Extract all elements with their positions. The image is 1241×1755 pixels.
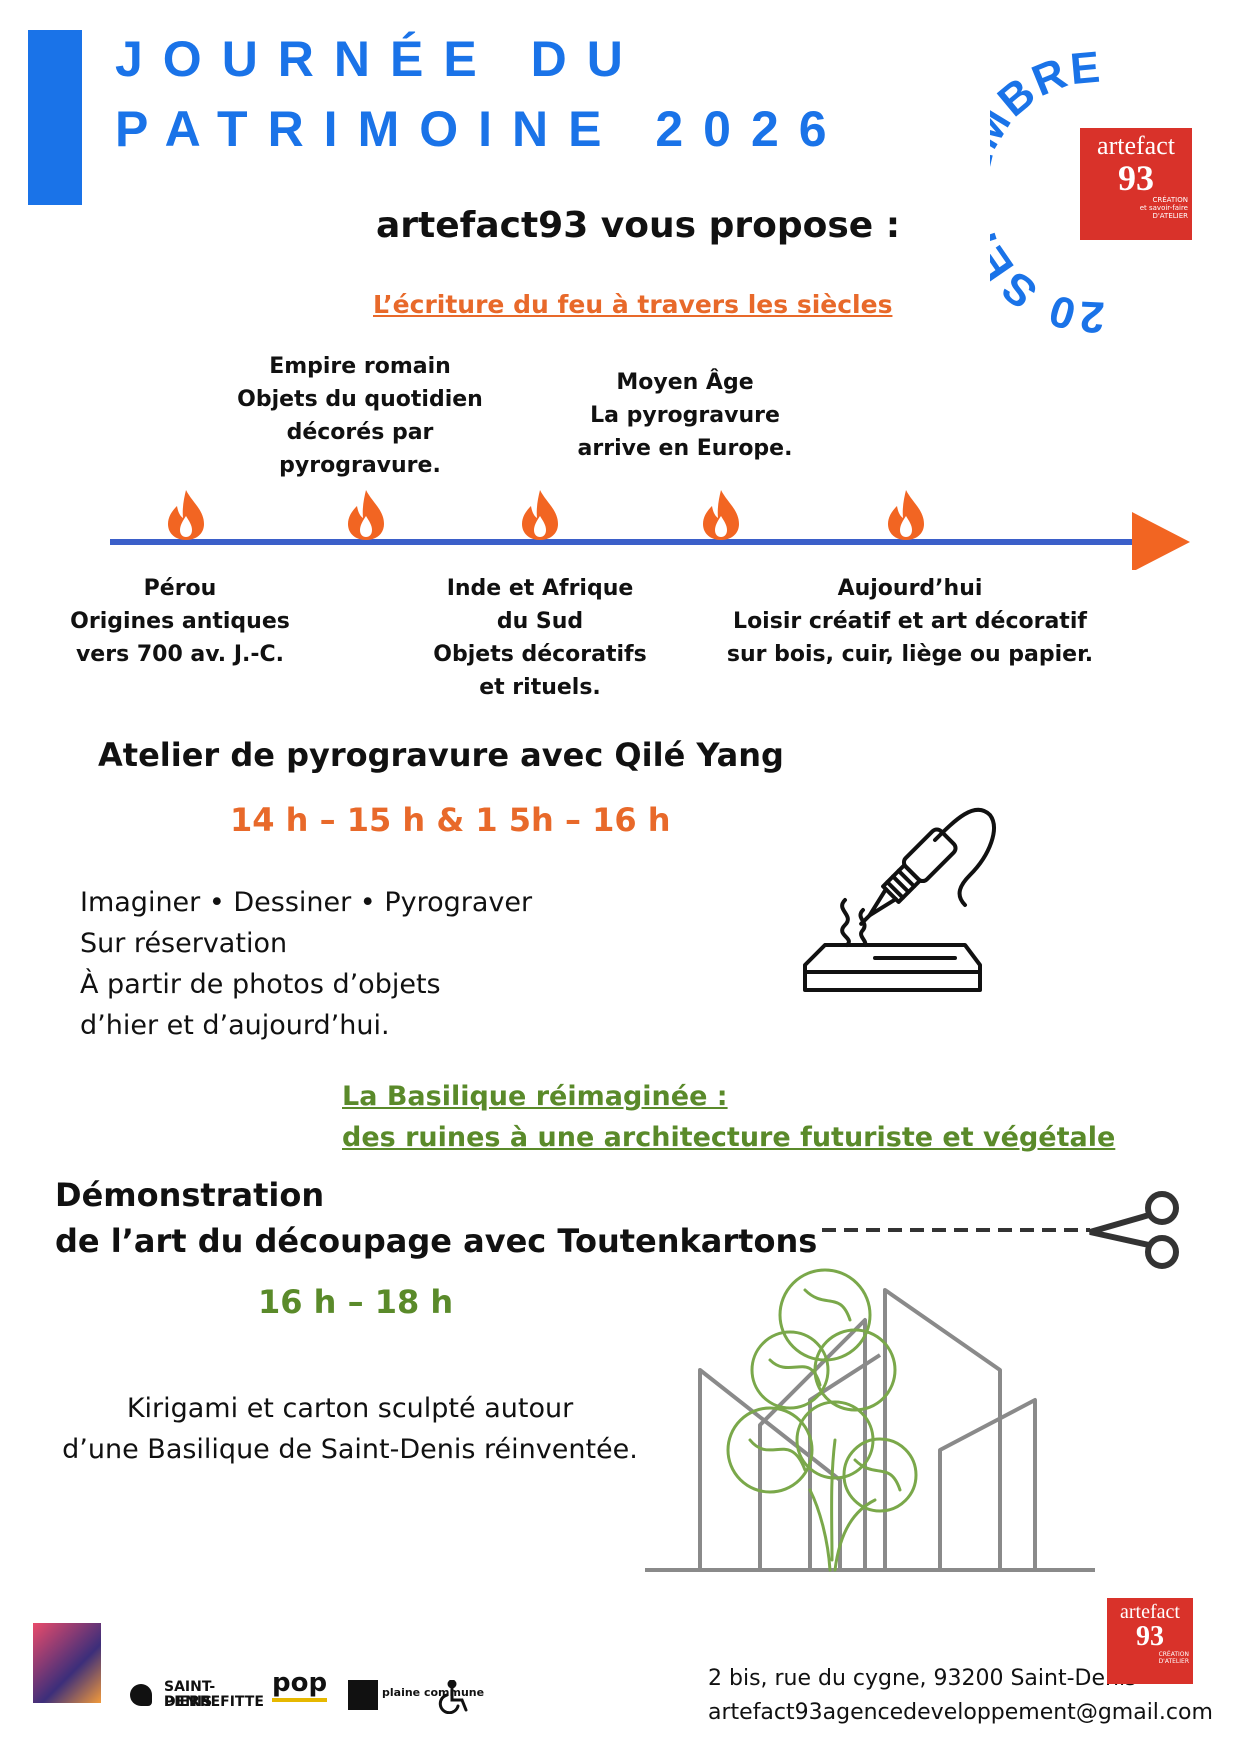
atelier-description: Imaginer • Dessiner • Pyrograver Sur rés… [80,882,532,1046]
event-line: et rituels. [479,675,601,700]
atelier-line: Sur réservation [80,928,288,959]
event-line: Empire romain [269,354,451,379]
flame-icon [168,490,204,540]
flame-icon [522,490,558,540]
flame-icon [888,490,924,540]
plaine-commune-logo-text: plaine commune [382,1686,485,1699]
timeline-graphic [110,490,1190,570]
artefact-logo-top: artefact 93 CRÉATION et savoir-faire D'A… [1080,128,1192,240]
event-line: sur bois, cuir, liège ou papier. [726,642,1094,667]
demo-line: Kirigami et carton sculpté autour [126,1393,574,1424]
city-logo-icon [130,1684,152,1706]
event-line: Inde et Afrique [446,576,634,601]
logo-word: artefact [1097,131,1175,160]
timeline-event-moyen-age: Moyen Âge La pyrogravure arrive en Europ… [560,366,810,465]
event-line: Pérou [143,576,217,601]
header-accent-bar [28,30,82,205]
wheelchair-icon [438,1680,468,1714]
logo-number: 93 [1118,158,1154,198]
event-line: arrive en Europe. [577,436,793,461]
partner-name-line2: PIERREFITTE [164,1694,264,1710]
demo-title-line2: de l’art du découpage avec Toutenkartons [55,1222,818,1260]
event-line: Objets décoratifs [433,642,647,667]
intro-text: artefact93 vous propose : [376,205,901,246]
logo-sub1: CRÉATION [1152,196,1188,204]
atelier-line: d’hier et d’aujourd’hui. [80,1010,390,1041]
plaine-commune-logo-icon [348,1680,378,1710]
partner-name-line1: SAINT-DENIS [164,1679,216,1710]
logo-sub3: D'ATELIER [1152,212,1188,220]
logo-word: artefact [1120,1601,1180,1623]
event-line: vers 700 av. J.-C. [75,642,285,667]
logo-sub2: et savoir-faire [1139,204,1188,212]
event-line: décorés par [286,420,434,445]
event-line: Origines antiques [70,609,290,634]
timeline-event-perou: Pérou Origines antiques vers 700 av. J.-… [50,572,310,671]
basilique-heading-line1: La Basilique réimaginée : [342,1081,728,1112]
event-line: La pyrogravure [590,403,780,428]
atelier-times: 14 h – 15 h & 1 5h – 16 h [230,801,671,839]
basilica-illustration [645,1268,1095,1572]
event-line: Moyen Âge [616,370,754,395]
page-title-line1: JOURNÉE DU [115,31,643,87]
demo-line: d’une Basilique de Saint-Denis réinventé… [62,1434,638,1465]
event-line: Objets du quotidien [237,387,483,412]
timeline-event-aujourdhui: Aujourd’hui Loisir créatif et art décora… [720,572,1100,671]
basilique-heading-line2: des ruines à une architecture futuriste … [342,1122,1116,1153]
logo-sub1: CRÉATION [1158,1651,1189,1658]
artefact-logo-footer: artefact 93 CRÉATION D'ATELIER [1107,1598,1193,1684]
address-line: 2 bis, rue du cygne, 93200 Saint-Denis [708,1666,1137,1691]
event-line: Aujourd’hui [837,576,983,601]
demo-title: Démonstration de l’art du découpage avec… [55,1172,817,1264]
timeline-arrow-icon [1132,512,1190,570]
flame-icon [348,490,384,540]
event-line: pyrogravure. [279,453,441,478]
logo-sub3: D'ATELIER [1158,1658,1189,1665]
pop-logo: pop [272,1668,328,1702]
atelier-title: Atelier de pyrogravure avec Qilé Yang [98,736,784,774]
atelier-line: Imaginer • Dessiner • Pyrograver [80,887,533,918]
cut-line-graphic [822,1191,1179,1269]
event-line: Loisir créatif et art décoratif [733,609,1087,634]
atelier-line: À partir de photos d’objets [80,969,441,1000]
demo-times: 16 h – 18 h [258,1283,454,1321]
pyrography-pen-icon [803,807,996,992]
page-title-line2: PATRIMOINE 2026 [115,101,847,157]
basilique-heading[interactable]: La Basilique réimaginée : des ruines à u… [342,1076,1115,1158]
timeline-event-empire: Empire romain Objets du quotidien décoré… [230,350,490,482]
scissors-icon [1089,1191,1179,1269]
event-line: du Sud [496,609,584,634]
demo-title-line1: Démonstration [55,1176,325,1214]
email-link[interactable]: artefact93agencedeveloppement@gmail.com [708,1700,1213,1725]
patrimoine-poster-thumbnail [33,1623,101,1703]
demo-description: Kirigami et carton sculpté autour d’une … [40,1388,660,1470]
timeline-heading[interactable]: L’écriture du feu à travers les siècles [373,290,893,319]
flame-icon [703,490,739,540]
contact-address: 2 bis, rue du cygne, 93200 Saint-Denis a… [708,1662,1213,1730]
logo-number: 93 [1136,1621,1164,1652]
timeline-event-inde: Inde et Afrique du Sud Objets décoratifs… [420,572,660,704]
